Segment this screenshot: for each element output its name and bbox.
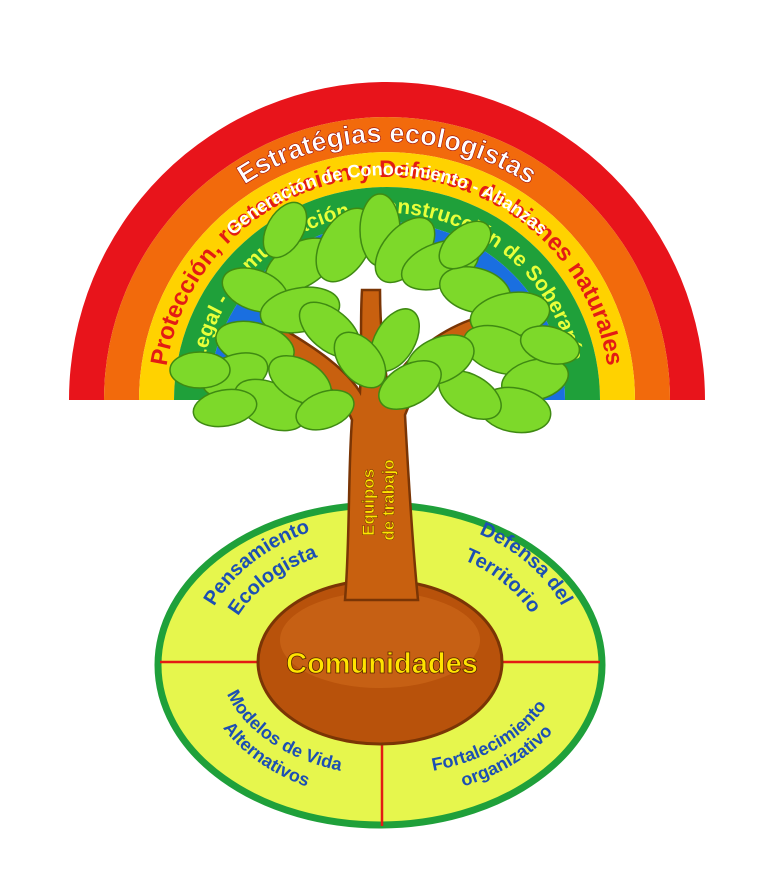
tree-leaf bbox=[192, 388, 258, 428]
rainbow-band-1 bbox=[69, 82, 705, 400]
trunk-label: Equipos de trabajo bbox=[359, 459, 398, 540]
trunk-label-line1: Equipos bbox=[359, 469, 378, 536]
tree-leaf bbox=[169, 351, 231, 389]
tree-leaf bbox=[262, 201, 308, 259]
tree-leaf bbox=[295, 389, 355, 431]
rainbow-band-3 bbox=[139, 152, 635, 400]
tree-leaf bbox=[333, 331, 387, 389]
tree-leaf bbox=[519, 325, 581, 365]
center-label: Comunidades bbox=[286, 648, 478, 680]
tree-leaf bbox=[438, 220, 492, 270]
center-soil-highlight bbox=[280, 592, 480, 688]
tree: Equipos de trabajo bbox=[169, 193, 581, 602]
ellipse-base bbox=[154, 501, 606, 829]
trunk-label-line2: de trabajo bbox=[379, 459, 398, 540]
tree-leaf bbox=[378, 359, 442, 411]
tree-leaves bbox=[169, 193, 581, 434]
rainbow-band-2 bbox=[104, 117, 670, 400]
